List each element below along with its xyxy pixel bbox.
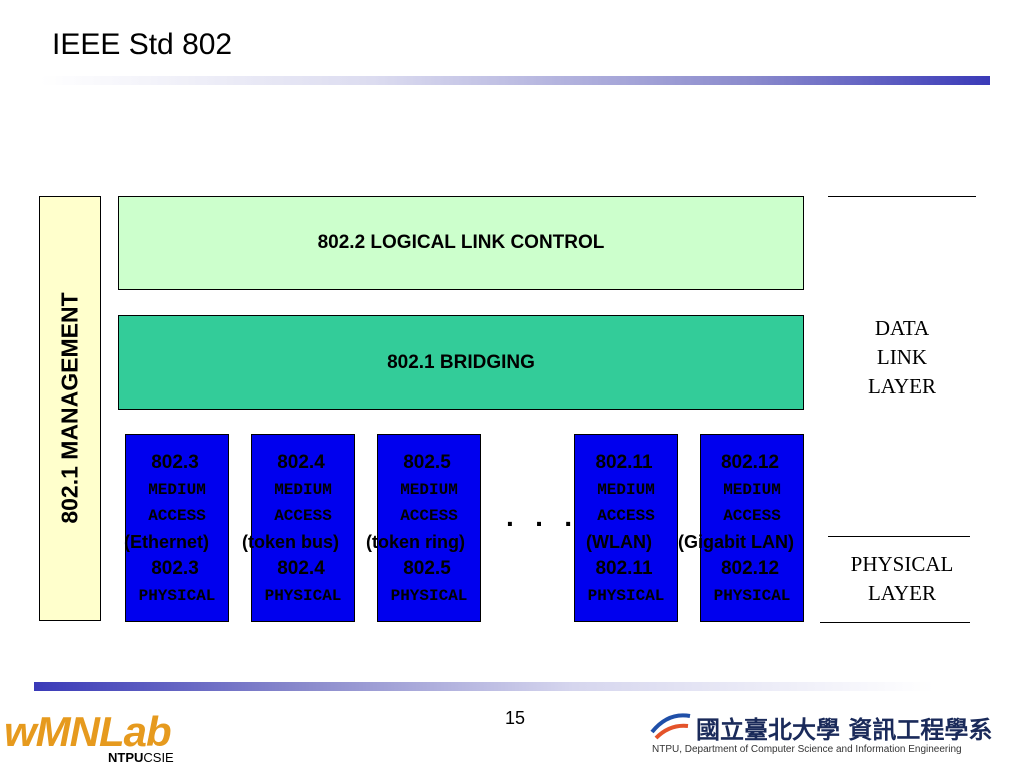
- title-gradient-bar: [40, 76, 990, 85]
- ntpu-csie-english-name: NTPU, Department of Computer Science and…: [652, 744, 962, 755]
- llc-label: 802.2 LOGICAL LINK CONTROL: [317, 232, 605, 253]
- ntpu-csie-logo: 國立臺北大學 資訊工程學系 NTPU, Department of Comput…: [648, 708, 1024, 766]
- standard-number: 802.5: [403, 452, 451, 473]
- network-name-token-bus: (token bus): [242, 532, 339, 552]
- bridging-box: 802.1 BRIDGING: [118, 315, 804, 410]
- data-link-word-3: LAYER: [867, 374, 937, 398]
- wmnlab-logo-ntpu: NTPU: [108, 750, 144, 765]
- llc-box: 802.2 LOGICAL LINK CONTROL: [118, 196, 804, 290]
- slide-title: IEEE Std 802: [52, 28, 233, 61]
- mac-line-2: ACCESS: [723, 507, 781, 525]
- standard-box-802-3: [125, 434, 229, 622]
- standard-box-802-4: [251, 434, 355, 622]
- network-name-wlan: (WLAN): [586, 532, 652, 552]
- wmnlab-logo: wMNLab NTPUCSIE: [4, 708, 204, 766]
- phy-label: PHYSICAL: [264, 587, 342, 605]
- standard-box-802-11: [574, 434, 678, 622]
- standard-number: 802.3: [151, 452, 199, 473]
- physical-layer-label: PHYSICAL LAYER: [832, 550, 972, 608]
- data-link-layer-label: DATA LINK LAYER: [832, 314, 972, 401]
- phy-number: 802.3: [151, 558, 199, 579]
- standard-box-802-12: [700, 434, 804, 622]
- data-link-top-line: [828, 196, 976, 197]
- ntpu-csie-chinese-name: 國立臺北大學 資訊工程學系: [696, 716, 993, 744]
- ellipsis: · · ·: [506, 508, 580, 539]
- layer-divider-line: [828, 536, 970, 537]
- physical-word-1: PHYSICAL: [850, 552, 954, 576]
- mac-line-2: ACCESS: [400, 507, 458, 525]
- footer-gradient-bar: [34, 682, 934, 691]
- mac-line-1: MEDIUM: [597, 481, 655, 499]
- ntpu-emblem-icon: [650, 713, 691, 740]
- standard-number: 802.4: [277, 452, 325, 473]
- mac-line-1: MEDIUM: [723, 481, 781, 499]
- mac-line-2: ACCESS: [597, 507, 655, 525]
- standard-number: 802.11: [595, 452, 653, 473]
- phy-label: PHYSICAL: [713, 587, 791, 605]
- physical-word-2: LAYER: [867, 581, 937, 605]
- mac-line-1: MEDIUM: [274, 481, 332, 499]
- physical-bottom-line: [820, 622, 970, 623]
- network-name-ethernet: (Ethernet): [124, 532, 209, 552]
- phy-label: PHYSICAL: [587, 587, 665, 605]
- management-label: 802.1 MANAGEMENT: [56, 292, 83, 524]
- phy-label: PHYSICAL: [138, 587, 216, 605]
- standard-number: 802.12: [720, 452, 780, 473]
- wmnlab-logo-csie: CSIE: [143, 750, 174, 765]
- bridging-label: 802.1 BRIDGING: [387, 351, 535, 373]
- network-name-token-ring: (token ring): [366, 532, 465, 552]
- network-name-gigabit-lan: (Gigabit LAN): [678, 532, 794, 552]
- mac-line-1: MEDIUM: [148, 481, 206, 499]
- mac-line-1: MEDIUM: [400, 481, 458, 499]
- data-link-word-2: LINK: [876, 345, 928, 369]
- data-link-word-1: DATA: [874, 316, 930, 340]
- mac-line-2: ACCESS: [148, 507, 206, 525]
- phy-number: 802.12: [720, 558, 780, 579]
- phy-label: PHYSICAL: [390, 587, 468, 605]
- mac-line-2: ACCESS: [274, 507, 332, 525]
- standard-box-802-5: [377, 434, 481, 622]
- wmnlab-logo-text: wMNLab: [4, 708, 172, 755]
- phy-number: 802.5: [403, 558, 451, 579]
- page-number: 15: [505, 708, 526, 728]
- management-box: [39, 196, 101, 621]
- phy-number: 802.11: [595, 558, 653, 579]
- phy-number: 802.4: [277, 558, 325, 579]
